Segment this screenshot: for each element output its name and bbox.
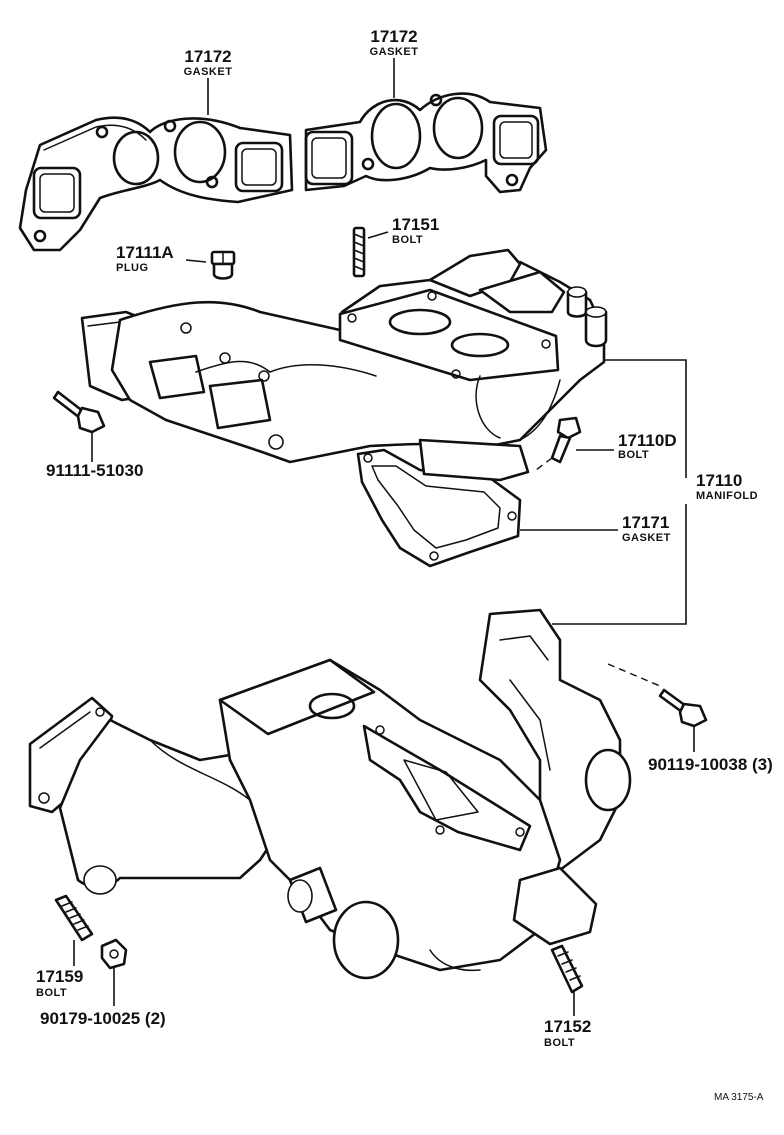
plug-part bbox=[210, 250, 236, 280]
figure-code: MA 3175-A bbox=[714, 1092, 764, 1103]
bolt-left-part bbox=[52, 390, 106, 434]
gasket-right-name: GASKET bbox=[370, 46, 419, 58]
stud-bottom-right-name: BOLT bbox=[544, 1037, 575, 1049]
gasket-right-number: 17172 bbox=[370, 27, 417, 46]
bolt-left-number: 91111-51030 bbox=[46, 461, 143, 480]
bolt-side-number: 17110D bbox=[618, 431, 677, 450]
stud-bottom-left-part bbox=[54, 894, 94, 942]
manifold-number: 17110 bbox=[696, 471, 742, 490]
stud-top-part bbox=[352, 226, 366, 278]
exhaust-manifold bbox=[28, 608, 632, 980]
bolt-side-part bbox=[535, 416, 582, 471]
stud-bottom-left-name: BOLT bbox=[36, 987, 67, 999]
stud-bottom-right-number: 17152 bbox=[544, 1017, 591, 1036]
exhaust-gasket-left bbox=[18, 116, 294, 252]
bolt-right-part bbox=[658, 688, 708, 728]
nut-number: 90179-10025 (2) bbox=[40, 1009, 166, 1028]
stud-top-number: 17151 bbox=[392, 215, 439, 234]
intake-gasket-mid bbox=[356, 438, 530, 568]
plug-name: PLUG bbox=[116, 262, 149, 274]
stud-top-name: BOLT bbox=[392, 234, 423, 246]
stud-bottom-left-number: 17159 bbox=[36, 967, 83, 986]
gasket-left-name: GASKET bbox=[184, 66, 233, 78]
manifold-name: MANIFOLD bbox=[696, 490, 758, 502]
bolt-side-name: BOLT bbox=[618, 449, 649, 461]
nut-part bbox=[100, 938, 128, 970]
plug-number: 17111A bbox=[116, 243, 174, 262]
bolt-right-number: 90119-10038 (3) bbox=[648, 755, 773, 774]
stud-bottom-right-part bbox=[550, 944, 584, 994]
gasket-mid-name: GASKET bbox=[622, 532, 671, 544]
exhaust-gasket-right bbox=[304, 92, 548, 194]
gasket-left-number: 17172 bbox=[184, 47, 231, 66]
gasket-mid-number: 17171 bbox=[622, 513, 669, 532]
intake-manifold bbox=[80, 248, 608, 464]
